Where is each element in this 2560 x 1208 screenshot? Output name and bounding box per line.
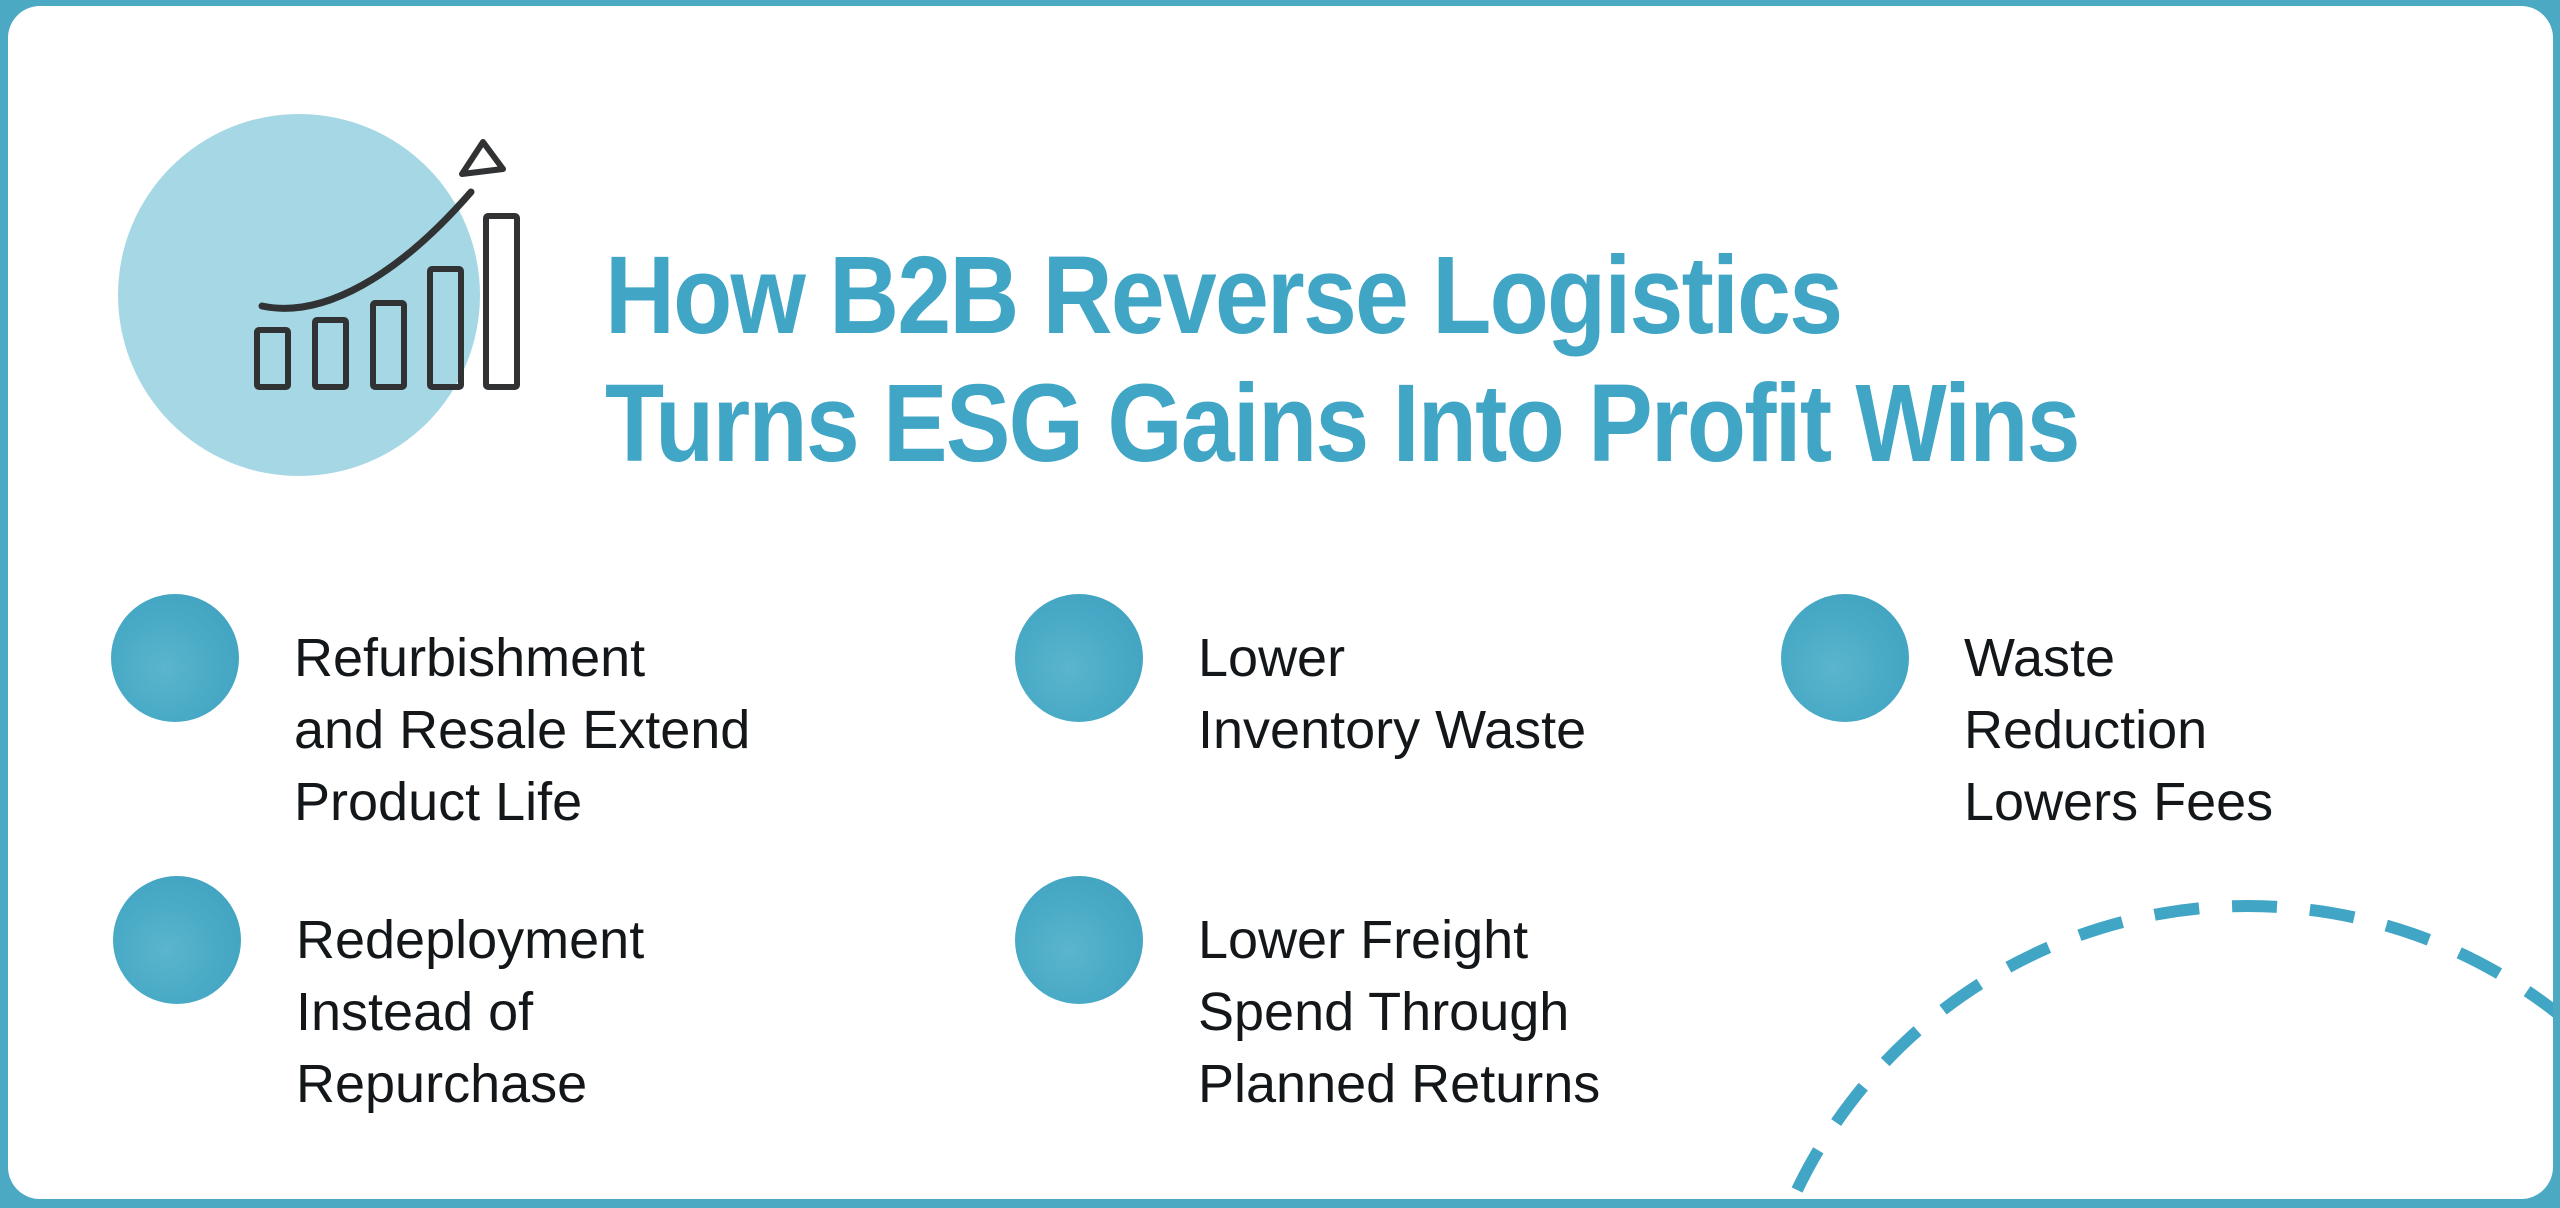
bullet-label: Lower Freight Spend Through Planned Retu… xyxy=(1198,910,1601,1114)
bullet-item-waste-reduction: Waste Reduction Lowers Fees xyxy=(1781,594,2273,838)
bullet-label: Refurbishment and Resale Extend Product … xyxy=(294,628,751,832)
bullet-dot-icon xyxy=(1015,876,1143,1004)
bullet-item-inventory-waste: Lower Inventory Waste xyxy=(1015,594,1586,766)
page-title: How B2B Reverse Logistics Turns ESG Gain… xyxy=(605,233,2081,485)
bullet-dot-icon xyxy=(111,594,239,722)
bullet-item-freight-spend: Lower Freight Spend Through Planned Retu… xyxy=(1015,876,1600,1120)
bullet-label: Lower Inventory Waste xyxy=(1198,628,1587,760)
bullet-item-redeployment: Redeployment Instead of Repurchase xyxy=(113,876,644,1120)
icon-background-circle xyxy=(118,114,480,476)
bullet-label: Redeployment Instead of Repurchase xyxy=(296,910,645,1114)
bar-chart-bars xyxy=(254,213,520,390)
dashed-circle-arc xyxy=(1786,900,2553,1199)
arrowhead-icon xyxy=(459,139,506,177)
bullet-dot-icon xyxy=(1781,594,1909,722)
growth-bar-chart-icon xyxy=(118,114,520,476)
infographic-card: How B2B Reverse Logistics Turns ESG Gain… xyxy=(8,6,2553,1199)
bullet-item-refurbishment: Refurbishment and Resale Extend Product … xyxy=(111,594,750,838)
bullet-dot-icon xyxy=(1015,594,1143,722)
bullet-label: Waste Reduction Lowers Fees xyxy=(1964,628,2274,832)
growth-curve xyxy=(258,188,475,312)
bullet-dot-icon xyxy=(113,876,241,1004)
